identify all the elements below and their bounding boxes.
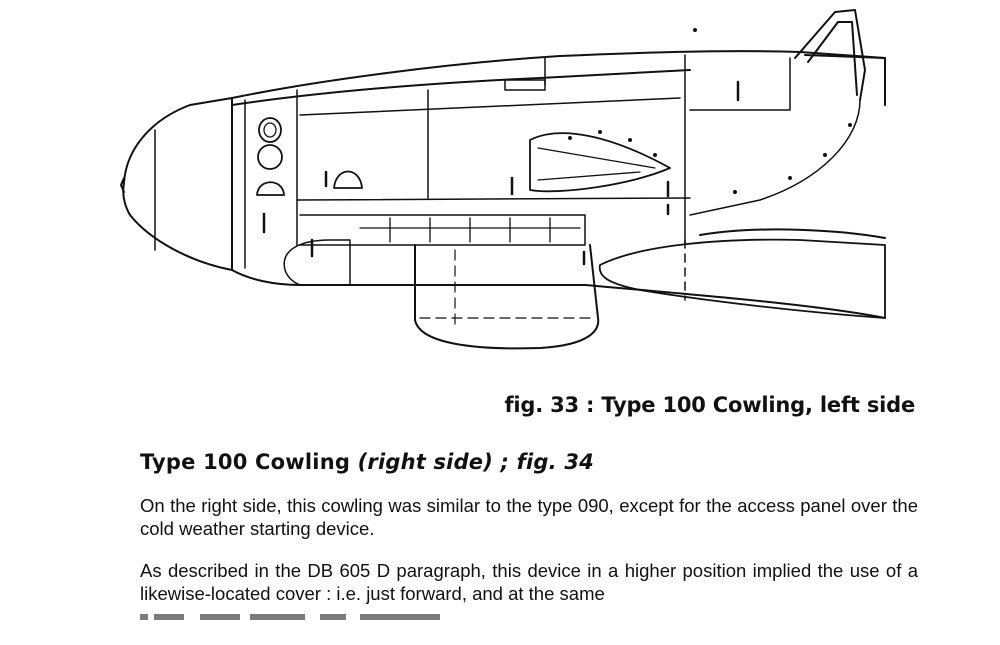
rivets xyxy=(568,28,852,194)
fasteners xyxy=(262,80,740,266)
cowl-rear-edge xyxy=(689,99,861,216)
cowling-top-line xyxy=(231,69,691,106)
supercharger-intake xyxy=(283,239,351,286)
exhaust-cover xyxy=(529,132,671,193)
exhaust-inner xyxy=(537,147,656,181)
lower-intake xyxy=(299,214,586,246)
fuselage-belly xyxy=(584,284,886,319)
hatch-oval-1-inner xyxy=(263,122,277,138)
intake-slats xyxy=(359,217,581,243)
paragraph-2: As described in the DB 605 D paragraph, … xyxy=(140,560,918,604)
figure-caption: fig. 33 : Type 100 Cowling, left side xyxy=(504,393,915,417)
paragraph-1: On the right side, this cowling was simi… xyxy=(140,495,918,539)
upper-fuselage-line xyxy=(231,50,886,99)
panel-line-3 xyxy=(299,97,681,116)
cowling-line-drawing xyxy=(120,9,886,350)
wing-fillet xyxy=(598,238,886,319)
rear-panel xyxy=(689,57,791,111)
panel-line-4 xyxy=(296,197,691,201)
hatch-blister-2 xyxy=(333,170,363,189)
windscreen-inner xyxy=(807,21,858,96)
hatch-oval-1 xyxy=(258,117,282,143)
lower-cowling-line xyxy=(231,269,586,286)
canopy-frame xyxy=(804,54,886,106)
cut-off-text-line xyxy=(140,614,440,620)
spinner-outline xyxy=(122,97,233,271)
heading-main: Type 100 Cowling xyxy=(140,450,358,474)
spinner-tip xyxy=(120,177,125,193)
heading-italic: (right side) ; fig. 34 xyxy=(357,450,594,474)
wing-root xyxy=(699,228,886,239)
section-heading: Type 100 Cowling (right side) ; fig. 34 xyxy=(140,450,594,474)
hatch-blister-1 xyxy=(256,181,285,196)
top-vent xyxy=(504,79,546,91)
oil-cooler xyxy=(414,244,600,350)
windscreen xyxy=(794,9,866,101)
hatch-circle xyxy=(257,144,283,170)
